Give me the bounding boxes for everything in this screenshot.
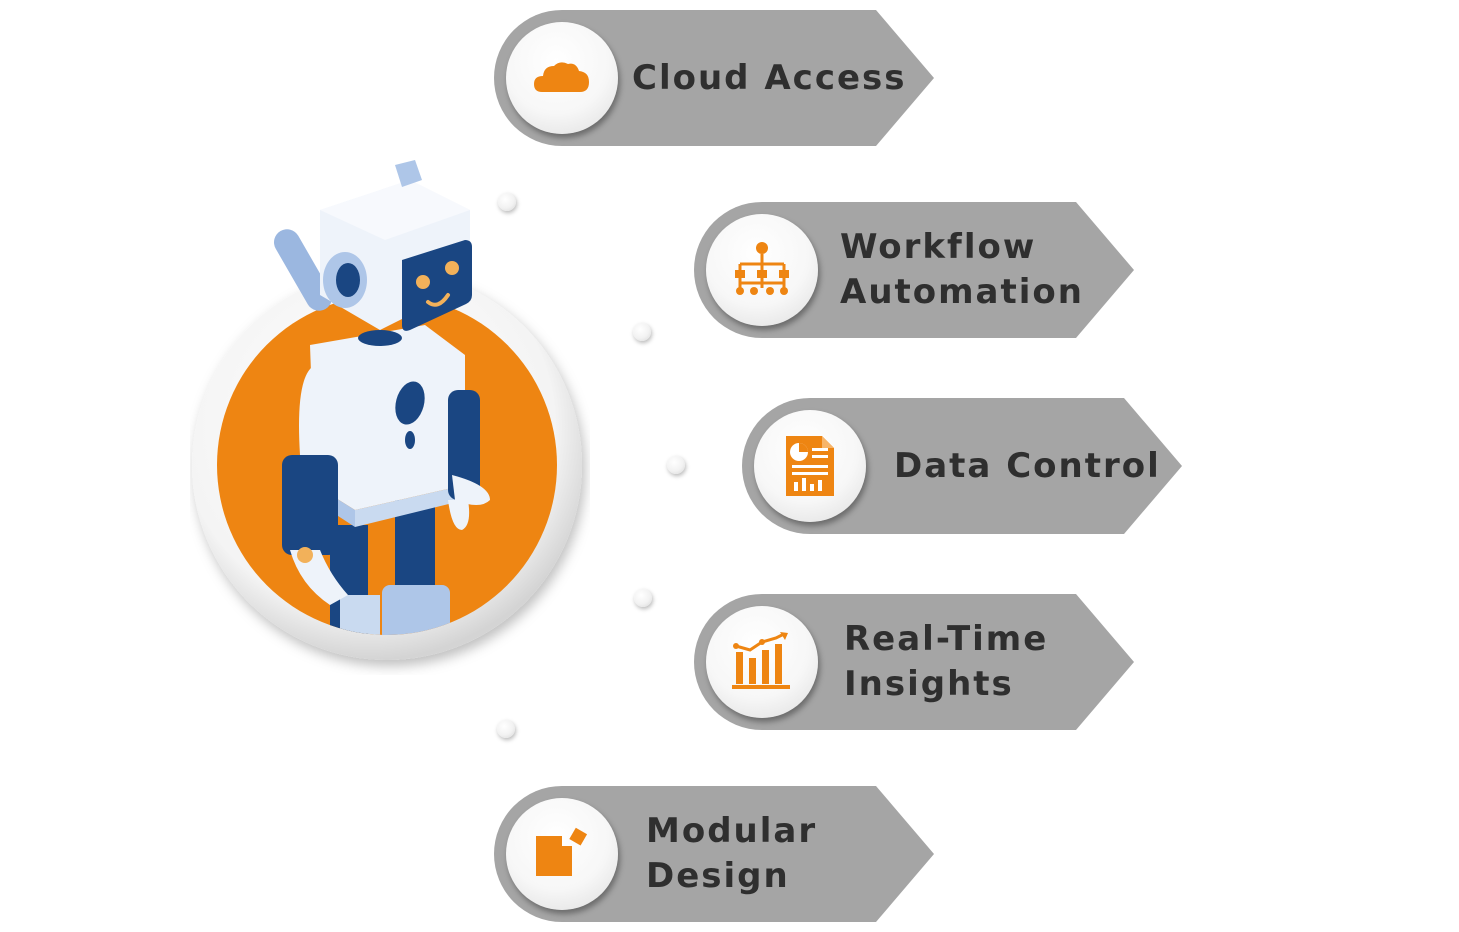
icon-disc [506,798,618,910]
feature-label: Modular Design [646,786,817,922]
icon-disc [706,606,818,718]
feature-tag-cloud-access: Cloud Access [494,10,936,146]
connector-dot [634,589,652,607]
feature-label: Workflow Automation [840,202,1084,338]
feature-label: Data Control [894,398,1161,534]
feature-tag-workflow-automation: Workflow Automation [694,202,1136,338]
feature-label-line: Automation [840,272,1084,312]
feature-label-line: Real-Time [844,619,1049,659]
robot-badge [190,155,590,675]
icon-disc [706,214,818,326]
report-icon [786,436,834,496]
connector-dot [667,456,685,474]
feature-label-line: Cloud Access [632,57,907,98]
hierarchy-icon [735,242,789,295]
icon-disc [506,22,618,134]
icon-disc [754,410,866,522]
feature-tag-modular-design: Modular Design [494,786,936,922]
feature-label-line: Modular [646,811,818,851]
feature-tag-data-control: Data Control [742,398,1184,534]
feature-label: Cloud Access [632,10,907,146]
modular-blocks-icon [536,827,588,876]
feature-label: Real-Time Insights [844,594,1048,730]
connector-dot [497,720,515,738]
bar-chart-trend-icon [732,632,790,689]
robot-illustration [192,160,582,660]
cloud-icon [534,62,589,92]
connector-dot [498,193,516,211]
feature-label-line: Design [646,856,790,896]
feature-label-line: Workflow [840,227,1037,267]
feature-label-line: Insights [844,664,1014,704]
feature-tag-real-time-insights: Real-Time Insights [694,594,1136,730]
feature-label-line: Data Control [894,445,1161,486]
connector-dot [633,323,651,341]
